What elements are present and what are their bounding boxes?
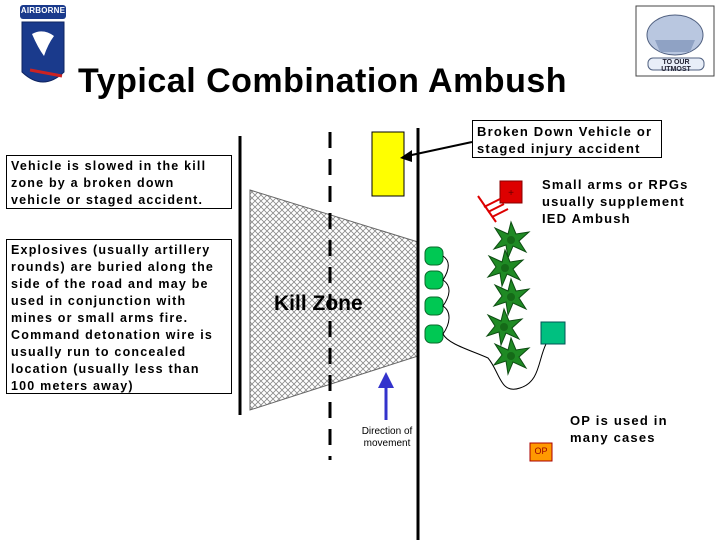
detonation-wire: [442, 255, 547, 390]
op-callout: OP is used in many cases: [570, 413, 668, 445]
crest-motto: TO OUR UTMOST: [661, 59, 691, 73]
airborne-patch: [20, 5, 66, 83]
explosives-callout: Explosives (usually artillery rounds) ar…: [6, 239, 232, 394]
broken-vehicle-box: [371, 131, 405, 197]
trigger-point-box: [540, 321, 566, 345]
kill-zone-label: Kill Zone: [274, 292, 363, 315]
tree-line: [486, 221, 530, 375]
op-marker-box: [529, 442, 553, 462]
airborne-patch-label: AIRBORNE: [20, 6, 66, 15]
op-marker-label: OP: [534, 446, 548, 456]
direction-of-movement-label: Direction of movement: [361, 426, 413, 449]
ied-markers: [424, 246, 444, 344]
unit-crest: [635, 5, 715, 77]
vehicle-slowed-callout: Vehicle is slowed in the kill zone by a …: [6, 155, 232, 209]
small-arms-box: [499, 180, 523, 204]
fire-symbol: [477, 195, 509, 223]
broken-vehicle-callout: Broken Down Vehicle or staged injury acc…: [472, 120, 662, 158]
svg-text:+: +: [508, 188, 514, 199]
slide-title: Typical Combination Ambush: [78, 62, 568, 100]
vehicle-pointer-arrow: [406, 141, 473, 157]
small-arms-callout: Small arms or RPGs usually supplement IE…: [542, 177, 689, 226]
